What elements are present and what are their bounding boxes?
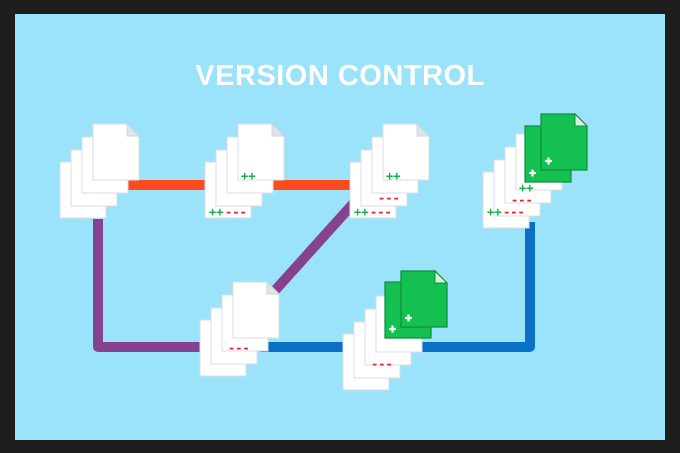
- added-lines-mark-upper: ++: [241, 169, 255, 183]
- commit-node-branch-2: ---: [342, 269, 449, 391]
- removed-lines-mark: ---: [503, 205, 525, 219]
- purple-branch-line: [93, 219, 215, 352]
- added-lines-mark-upper: ++: [386, 169, 400, 183]
- removed-lines-mark-middle: ---: [378, 191, 400, 205]
- added-lines-mark: ++: [487, 205, 501, 219]
- version-control-diagram: ++ --- ++ ++ --- --- ++: [59, 112, 620, 391]
- diagram-title: VERSION CONTROL: [195, 60, 485, 92]
- new-document-icon: [523, 112, 589, 184]
- commit-node-4: ++ --- --- ++: [482, 112, 589, 229]
- diagram-canvas: VERSION CONTROL: [15, 14, 665, 440]
- added-lines-mark: ++: [354, 205, 368, 219]
- removed-lines-mark: ---: [371, 357, 393, 371]
- commit-node-2: ++ --- ++: [204, 123, 285, 219]
- commit-node-1: [59, 123, 140, 219]
- new-document-icon: [383, 269, 449, 340]
- removed-lines-mark: ---: [228, 341, 250, 355]
- purple-merge-line: [266, 192, 364, 300]
- document-stack-icon: [199, 281, 280, 377]
- commit-node-branch-1: ---: [199, 281, 280, 377]
- removed-lines-mark-middle: ---: [511, 193, 533, 207]
- removed-lines-mark: ---: [225, 205, 247, 219]
- added-lines-mark-upper: ++: [519, 181, 533, 195]
- document-stack-icon: [59, 123, 140, 219]
- commit-node-3: ++ --- --- ++: [349, 123, 430, 219]
- removed-lines-mark: ---: [370, 205, 392, 219]
- added-lines-mark: ++: [209, 205, 223, 219]
